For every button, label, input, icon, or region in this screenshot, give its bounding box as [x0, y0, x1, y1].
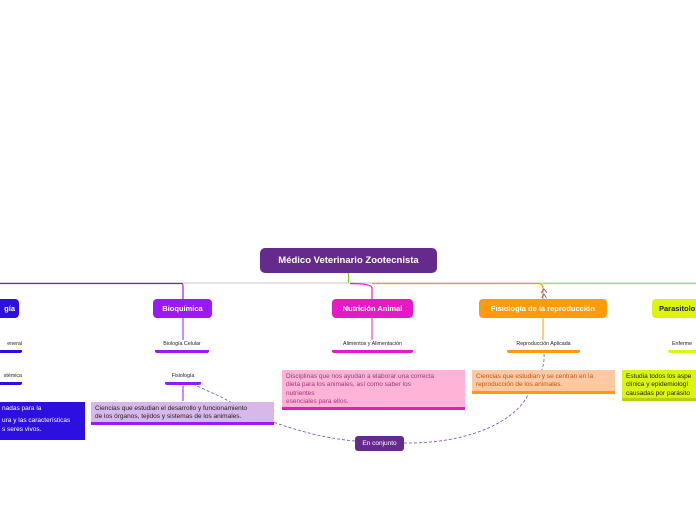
connector-bus-reproduccion: [372, 282, 544, 299]
note-biologia-line: nadas para la: [2, 405, 42, 412]
topic-fisiologia-reproduccion[interactable]: Fisiología de la reproducción: [479, 299, 607, 318]
note-parasitologia-line: Estudia todos los aspe: [626, 373, 692, 380]
note-biologia-line: s seres vivos.: [2, 425, 42, 433]
note-biologia-line: ura y las características: [2, 417, 71, 425]
note-bioquimica-line: de los órganos, tejidos y sistemas de lo…: [95, 413, 242, 421]
note-bioquimica-line: Ciencias que estudian el desarrollo y fu…: [95, 405, 248, 412]
connector-relationship-right: [403, 389, 531, 444]
central-topic[interactable]: Médico Veterinario Zootecnista: [260, 248, 437, 273]
connector-bus-nutricion: [349, 282, 373, 299]
note-nutricion-line: esenciales para ellos.: [286, 397, 349, 405]
note-parasitologia-line: clínica y epidemiologí: [626, 381, 689, 389]
note-reproduccion-line: Ciencias que estudian y se centran en la: [476, 373, 594, 380]
note-parasitologia-line: causadas por parásito: [626, 389, 690, 397]
subtopic-enfermedades[interactable]: Enferme: [668, 341, 696, 353]
topic-parasitologia[interactable]: Parasitolo: [652, 299, 696, 318]
note-nutricion-line: dieta para los animales, así como saber …: [286, 381, 412, 389]
note-nutricion-line: nutrientes: [286, 389, 315, 397]
topic-bioquimica[interactable]: Bioquímica: [153, 299, 212, 318]
relationship-label[interactable]: En conjunto: [355, 436, 404, 451]
arrowhead-icon: [540, 288, 548, 294]
topic-biologia[interactable]: gía: [0, 299, 19, 318]
topic-nutricion-animal[interactable]: Nutrición Animal: [332, 299, 413, 318]
subtopic-alimentos[interactable]: Alimentos y Alimentación: [332, 341, 413, 353]
subtopic-reproduccion-aplicada[interactable]: Reproducción Aplicada: [507, 341, 580, 353]
note-nutricion[interactable]: Disciplinas que nos ayudan a elaborar un…: [282, 370, 465, 410]
connector-bus-bioquimica: [181, 282, 184, 299]
note-reproduccion[interactable]: Ciencias que estudian y se centran en la…: [472, 370, 615, 394]
subtopic-biologia-celular[interactable]: Biología Celular: [155, 341, 209, 353]
relationship-arrowhead-icon: [541, 293, 547, 299]
note-nutricion-line: Disciplinas que nos ayudan a elaborar un…: [286, 373, 435, 380]
subtopic-sistemica[interactable]: stémica: [0, 373, 22, 385]
subtopic-fisiologia[interactable]: Fisiología: [165, 373, 201, 385]
subtopic-general[interactable]: eneral: [0, 341, 22, 353]
note-bioquimica[interactable]: Ciencias que estudian el desarrollo y fu…: [91, 402, 274, 425]
note-biologia[interactable]: nadas para la ura y las características …: [0, 402, 85, 440]
note-reproduccion-line: reproducción de los animales.: [476, 381, 563, 389]
note-parasitologia[interactable]: Estudia todos los aspe clínica y epidemi…: [622, 370, 696, 401]
